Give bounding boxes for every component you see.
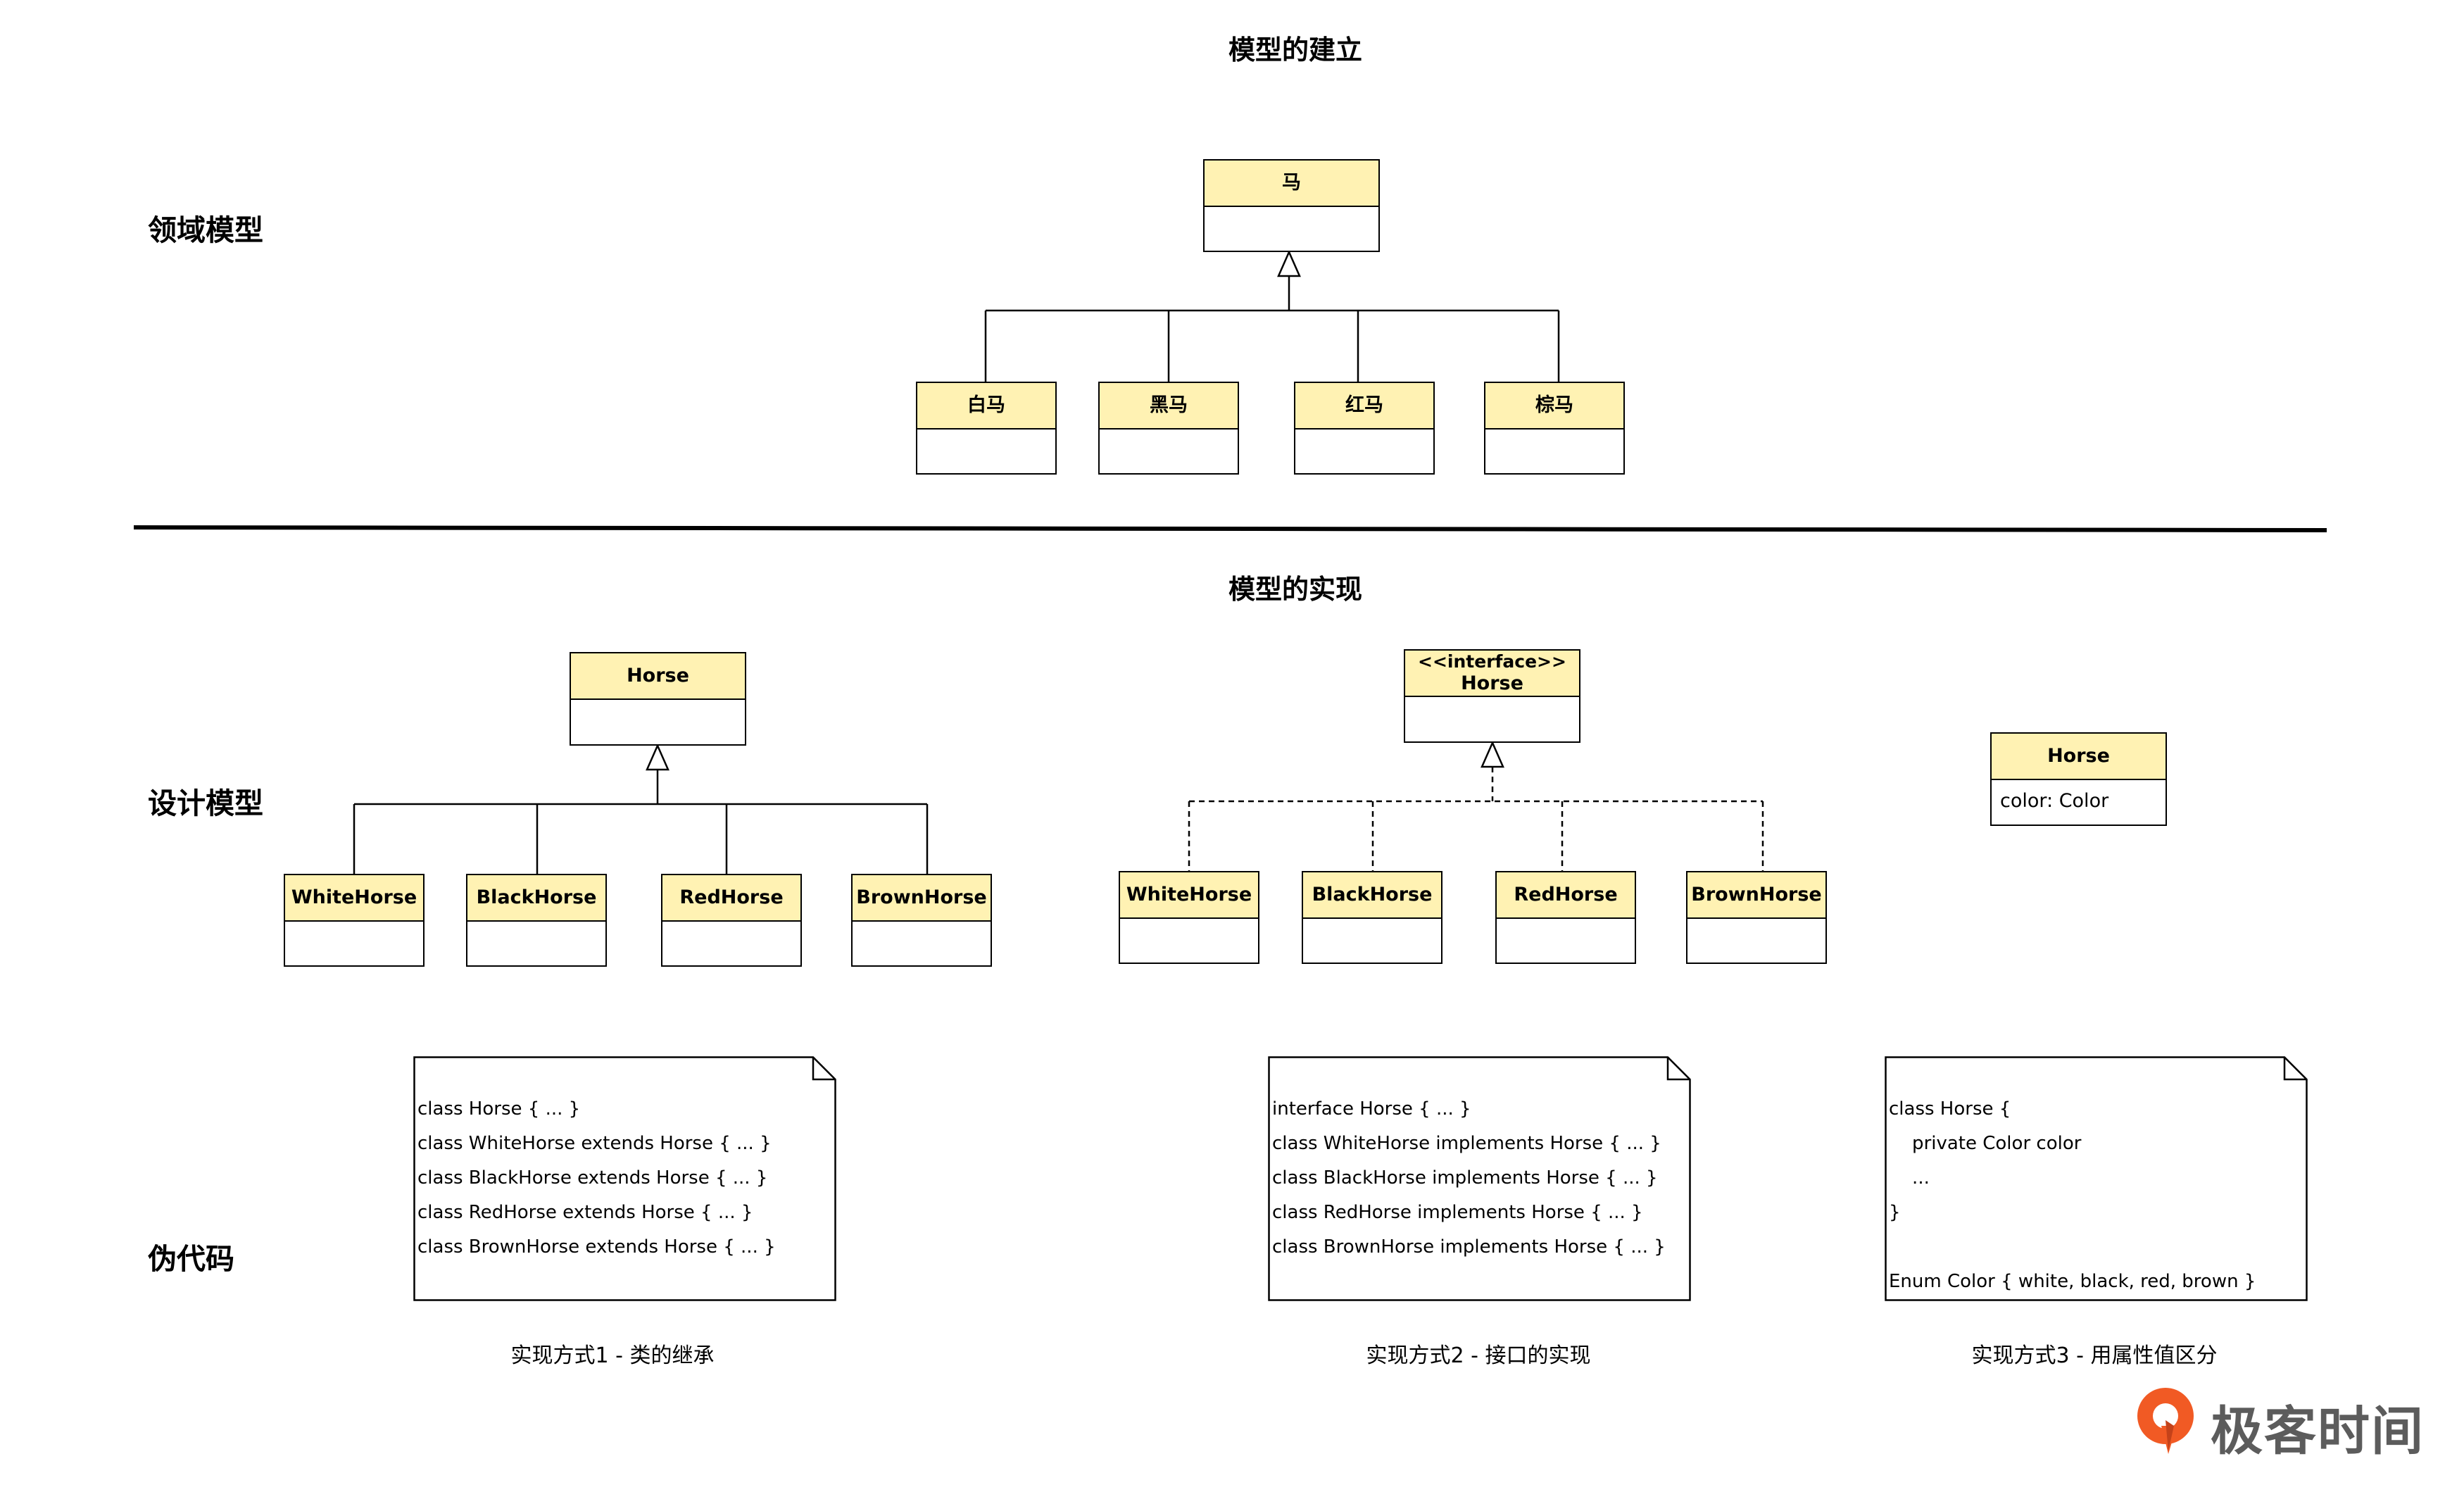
class-white-horse-interface[interactable]: WhiteHorse xyxy=(1119,871,1259,964)
code-line: class Horse { xyxy=(1889,1098,2011,1120)
class-name: 红马 xyxy=(1345,394,1383,417)
class-brown-horse-interface[interactable]: BrownHorse xyxy=(1686,871,1827,964)
code-line: class BrownHorse implements Horse { ... … xyxy=(1272,1236,1666,1258)
code-line: } xyxy=(1889,1202,1901,1223)
label-design-model: 设计模型 xyxy=(148,786,263,820)
class-name: Horse xyxy=(2047,745,2110,767)
geektime-logo-icon xyxy=(2137,1388,2194,1454)
class-name: Horse xyxy=(1461,672,1523,694)
note-shape xyxy=(1885,1056,2308,1301)
class-name: 棕马 xyxy=(1535,394,1573,417)
interface-realization xyxy=(1188,767,1764,871)
class-name: BrownHorse xyxy=(1691,884,1822,906)
class-name: 黑马 xyxy=(1150,394,1188,417)
class-black-horse-domain[interactable]: 黑马 xyxy=(1098,382,1239,475)
note-interface[interactable]: interface Horse { ... } class WhiteHorse… xyxy=(1268,1056,1691,1301)
geektime-logo-text: 极客时间 xyxy=(2211,1401,2425,1462)
class-black-horse-inheritance[interactable]: BlackHorse xyxy=(466,874,607,967)
interface-stereotype: <<interface>> xyxy=(1418,651,1566,672)
code-line: class BrownHorse extends Horse { ... } xyxy=(417,1236,776,1258)
attribute-color: color: Color xyxy=(2000,790,2109,812)
code-line: class WhiteHorse extends Horse { ... } xyxy=(417,1133,772,1154)
class-name: BlackHorse xyxy=(1312,884,1433,906)
class-horse-attribute[interactable]: Horse color: Color xyxy=(1990,732,2167,826)
title-model-implementation: 模型的实现 xyxy=(1228,574,1362,605)
class-red-horse-interface[interactable]: RedHorse xyxy=(1495,871,1636,964)
class-name: RedHorse xyxy=(679,886,784,909)
class-name: WhiteHorse xyxy=(1126,884,1252,906)
caption-way1: 实现方式1 - 类的继承 xyxy=(510,1343,715,1368)
code-line: Enum Color { white, black, red, brown } xyxy=(1889,1271,2256,1292)
class-white-horse-domain[interactable]: 白马 xyxy=(916,382,1057,475)
inheritance-generalization xyxy=(353,743,929,874)
class-brown-horse-inheritance[interactable]: BrownHorse xyxy=(851,874,992,967)
code-line: private Color color xyxy=(1889,1133,2082,1154)
class-name: BrownHorse xyxy=(856,886,987,909)
class-brown-horse-domain[interactable]: 棕马 xyxy=(1484,382,1625,475)
class-white-horse-inheritance[interactable]: WhiteHorse xyxy=(284,874,425,967)
class-name: 马 xyxy=(1282,172,1301,194)
class-black-horse-interface[interactable]: BlackHorse xyxy=(1302,871,1442,964)
interface-horse[interactable]: <<interface>> Horse xyxy=(1404,649,1580,743)
label-domain-model: 领域模型 xyxy=(148,213,263,247)
note-shape xyxy=(1268,1056,1691,1301)
title-model-building: 模型的建立 xyxy=(1228,35,1362,65)
code-line: class RedHorse extends Horse { ... } xyxy=(417,1202,753,1223)
code-line: class WhiteHorse implements Horse { ... … xyxy=(1272,1133,1661,1154)
class-name: Horse xyxy=(627,665,689,687)
code-line: ... xyxy=(1889,1167,1930,1189)
class-name: BlackHorse xyxy=(476,886,597,909)
class-horse-domain[interactable]: 马 xyxy=(1203,159,1380,252)
section-separator xyxy=(133,525,2327,532)
code-line: class Horse { ... } xyxy=(417,1098,581,1120)
class-red-horse-domain[interactable]: 红马 xyxy=(1294,382,1435,475)
note-inheritance[interactable]: class Horse { ... } class WhiteHorse ext… xyxy=(413,1056,836,1301)
label-pseudocode: 伪代码 xyxy=(148,1242,234,1276)
code-line: class RedHorse implements Horse { ... } xyxy=(1272,1202,1643,1223)
class-red-horse-inheritance[interactable]: RedHorse xyxy=(661,874,802,967)
caption-way3: 实现方式3 - 用属性值区分 xyxy=(1971,1343,2218,1368)
note-shape xyxy=(413,1056,836,1301)
domain-generalization xyxy=(984,249,1560,382)
code-line: interface Horse { ... } xyxy=(1272,1098,1471,1120)
class-name: RedHorse xyxy=(1514,884,1618,906)
code-line: class BlackHorse implements Horse { ... … xyxy=(1272,1167,1658,1189)
caption-way2: 实现方式2 - 接口的实现 xyxy=(1366,1343,1591,1368)
class-name: 白马 xyxy=(967,394,1005,417)
note-attribute[interactable]: class Horse { private Color color ... } … xyxy=(1885,1056,2308,1301)
code-line: class BlackHorse extends Horse { ... } xyxy=(417,1167,768,1189)
class-name: WhiteHorse xyxy=(291,886,417,909)
class-horse-inheritance[interactable]: Horse xyxy=(570,652,746,746)
